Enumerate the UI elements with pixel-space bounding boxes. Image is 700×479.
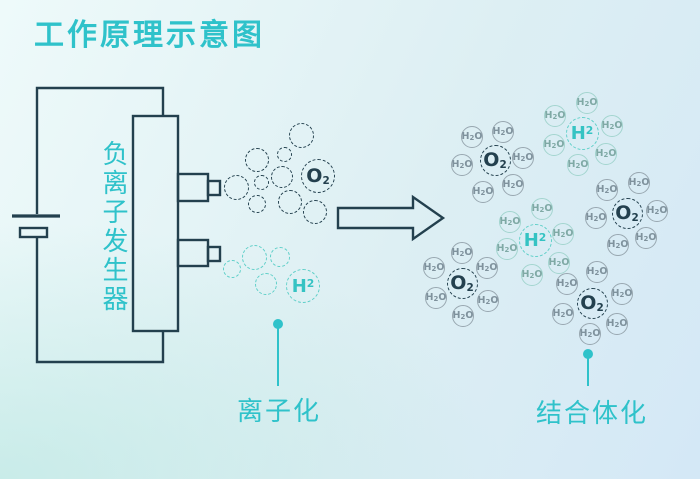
- water-molecule: H2O: [423, 257, 445, 279]
- water-molecule: H2O: [499, 211, 521, 233]
- water-molecule: H2O: [544, 105, 566, 127]
- oxygen-ion-label-circle: O2: [301, 159, 335, 193]
- oxygen-ion-bubble: [271, 166, 293, 188]
- water-molecule: H2O: [531, 198, 553, 220]
- nozzle-top: [176, 172, 210, 203]
- oxygen-ion-bubble: [278, 190, 302, 214]
- water-molecule: H2O: [496, 238, 518, 260]
- cluster-h2-ion: H2: [565, 116, 599, 150]
- water-molecule: H2O: [585, 207, 607, 229]
- hydrogen-ion-bubble: [241, 244, 267, 270]
- cluster-h2-ion: H2: [518, 223, 552, 257]
- oxygen-ion-bubble: [303, 200, 327, 224]
- nozzle-top-tip: [206, 179, 222, 197]
- hydrogen-ion-label-circle: H2: [286, 269, 320, 303]
- callout-dot-clustering: [583, 349, 593, 359]
- hydrogen-ion-bubble: [223, 260, 241, 278]
- water-molecule: H2O: [646, 200, 668, 222]
- water-molecule: H2O: [595, 143, 617, 165]
- water-molecule: H2O: [628, 172, 650, 194]
- water-molecule: H2O: [492, 121, 514, 143]
- water-molecule: H2O: [543, 134, 565, 156]
- hydrogen-ion-bubble: [255, 273, 277, 295]
- cluster-o2-ion: O2: [576, 287, 608, 319]
- water-molecule: H2O: [451, 154, 473, 176]
- oxygen-ion-bubble: [276, 146, 292, 162]
- water-molecule: H2O: [606, 313, 628, 335]
- water-molecule: H2O: [512, 147, 534, 169]
- water-molecule: H2O: [596, 179, 618, 201]
- wire-bottom: [35, 238, 165, 364]
- stage-label-clustering: 结合体化: [535, 399, 649, 429]
- water-molecule: H2O: [601, 115, 623, 137]
- battery-short-plate-icon: [18, 226, 49, 239]
- generator-body: [131, 114, 180, 333]
- cluster-o2-ion: O2: [446, 267, 478, 299]
- water-molecule: H2O: [586, 261, 608, 283]
- generator-label: 负离子发生器: [98, 140, 128, 314]
- water-molecule: H2O: [472, 181, 494, 203]
- stage-label-ionization: 离子化: [236, 397, 322, 427]
- water-molecule: H2O: [611, 283, 633, 305]
- water-molecule: H2O: [552, 223, 574, 245]
- water-molecule: H2O: [548, 252, 570, 274]
- water-molecule: H2O: [502, 174, 524, 196]
- water-molecule: H2O: [579, 323, 601, 345]
- oxygen-ion-bubble: [223, 174, 249, 200]
- callout-dot-ionization: [273, 319, 283, 329]
- nozzle-bottom: [176, 238, 210, 268]
- oxygen-ion-bubble: [245, 148, 269, 172]
- water-molecule: H2O: [425, 287, 447, 309]
- water-molecule: H2O: [635, 227, 657, 249]
- water-molecule: H2O: [552, 303, 574, 325]
- water-molecule: H2O: [521, 264, 543, 286]
- oxygen-ion-bubble: [248, 195, 266, 213]
- wire-top: [35, 86, 165, 214]
- cluster-o2-ion: O2: [479, 144, 511, 176]
- water-molecule: H2O: [452, 305, 474, 327]
- flow-arrow-icon: [336, 194, 446, 242]
- oxygen-ion-bubble: [288, 122, 314, 148]
- water-molecule: H2O: [461, 126, 483, 148]
- water-molecule: H2O: [477, 290, 499, 312]
- water-molecule: H2O: [451, 242, 473, 264]
- cluster-o2-ion: O2: [611, 197, 643, 229]
- hydrogen-ion-bubble: [270, 247, 290, 267]
- water-molecule: H2O: [567, 154, 589, 176]
- water-molecule: H2O: [607, 234, 629, 256]
- page-title: 工作原理示意图: [34, 18, 265, 53]
- water-molecule: H2O: [476, 257, 498, 279]
- oxygen-ion-bubble: [253, 174, 269, 190]
- water-molecule: H2O: [576, 92, 598, 114]
- water-molecule: H2O: [556, 273, 578, 295]
- nozzle-bottom-tip: [206, 245, 222, 263]
